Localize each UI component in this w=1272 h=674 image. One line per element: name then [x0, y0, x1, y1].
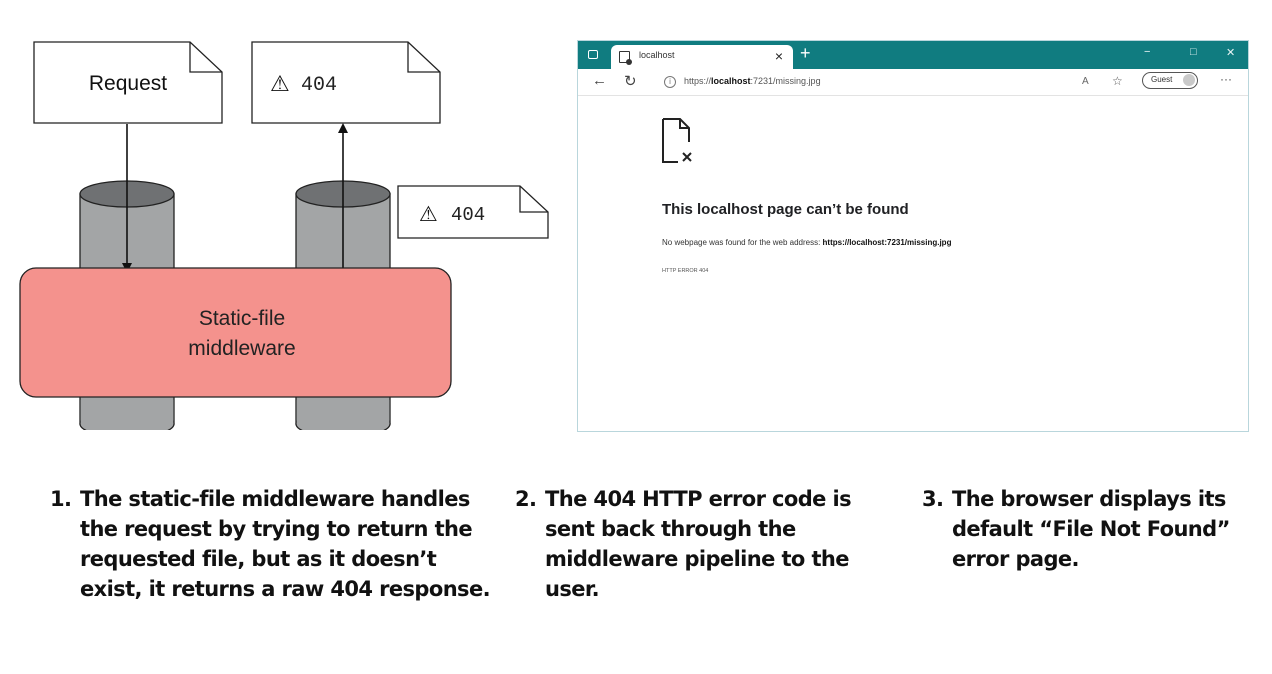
file-not-found-icon — [662, 118, 692, 163]
error-desc-prefix: No webpage was found for the web address… — [662, 238, 823, 247]
read-aloud-icon[interactable]: A — [1082, 76, 1089, 87]
error-code: HTTP ERROR 404 — [662, 268, 709, 274]
warning-icon: ⚠ — [419, 202, 438, 226]
maximize-button[interactable]: □ — [1190, 46, 1197, 58]
browser-titlebar: localhost × + − □ ✕ — [578, 41, 1248, 69]
profile-button[interactable]: Guest — [1142, 72, 1198, 89]
caption-number: 1. — [50, 487, 72, 511]
url-text[interactable]: https://localhost:7231/missing.jpg — [684, 76, 821, 86]
middleware-label-line2: middleware — [188, 337, 295, 360]
response-document-middle: ⚠ 404 — [397, 185, 549, 239]
new-tab-button[interactable]: + — [800, 43, 811, 63]
caption-text: The browser displays its default “File N… — [952, 487, 1230, 571]
caption-number: 2. — [515, 487, 537, 511]
error-title: This localhost page can’t be found — [662, 201, 909, 218]
caption-text: The static-file middleware handles the r… — [80, 487, 491, 601]
caption-step-3: 3. The browser displays its default “Fil… — [922, 484, 1270, 574]
request-label: Request — [89, 72, 167, 95]
url-host: localhost — [711, 76, 751, 86]
middleware-label-line1: Static-file — [199, 307, 285, 330]
warning-icon: ⚠ — [270, 72, 290, 97]
more-options-icon[interactable]: ··· — [1220, 72, 1232, 86]
request-document: Request — [33, 41, 223, 124]
tab-close-icon[interactable]: × — [774, 48, 783, 64]
url-field[interactable]: i https://localhost:7231/missing.jpg A ☆… — [650, 72, 1232, 92]
error-page: This localhost page can’t be found No we… — [578, 96, 1248, 431]
favorites-icon[interactable]: ☆ — [1112, 74, 1123, 88]
caption-step-2: 2. The 404 HTTP error code is sent back … — [515, 484, 895, 604]
error-desc-url: https://localhost:7231/missing.jpg — [822, 238, 952, 247]
tab-title: localhost — [639, 50, 675, 60]
middleware-diagram: Static-file middleware Request ⚠ 404 ⚠ 4… — [19, 41, 549, 430]
url-prefix: https:// — [684, 76, 712, 86]
back-button[interactable]: ← — [592, 72, 607, 89]
browser-window: localhost × + − □ ✕ ← ↻ i https://localh… — [577, 40, 1249, 432]
profile-label: Guest — [1151, 75, 1173, 84]
response-mid-label: 404 — [451, 204, 485, 226]
url-path: :7231/missing.jpg — [750, 76, 821, 86]
caption-number: 3. — [922, 487, 944, 511]
response-document-top: ⚠ 404 — [251, 41, 441, 124]
caption-step-1: 1. The static-file middleware handles th… — [50, 484, 491, 604]
minimize-button[interactable]: − — [1144, 46, 1151, 58]
tab-actions-icon[interactable] — [588, 50, 598, 59]
page-favicon-icon — [619, 51, 632, 65]
window-close-button[interactable]: ✕ — [1226, 47, 1236, 59]
static-file-middleware: Static-file middleware — [19, 267, 452, 398]
avatar-icon — [1183, 74, 1195, 86]
address-bar: ← ↻ i https://localhost:7231/missing.jpg… — [578, 69, 1248, 96]
caption-text: The 404 HTTP error code is sent back thr… — [545, 487, 852, 601]
site-info-icon[interactable]: i — [664, 76, 676, 88]
refresh-button[interactable]: ↻ — [624, 73, 637, 90]
error-description: No webpage was found for the web address… — [662, 238, 951, 247]
response-top-label: 404 — [301, 74, 337, 97]
browser-tab[interactable]: localhost × — [611, 45, 793, 69]
